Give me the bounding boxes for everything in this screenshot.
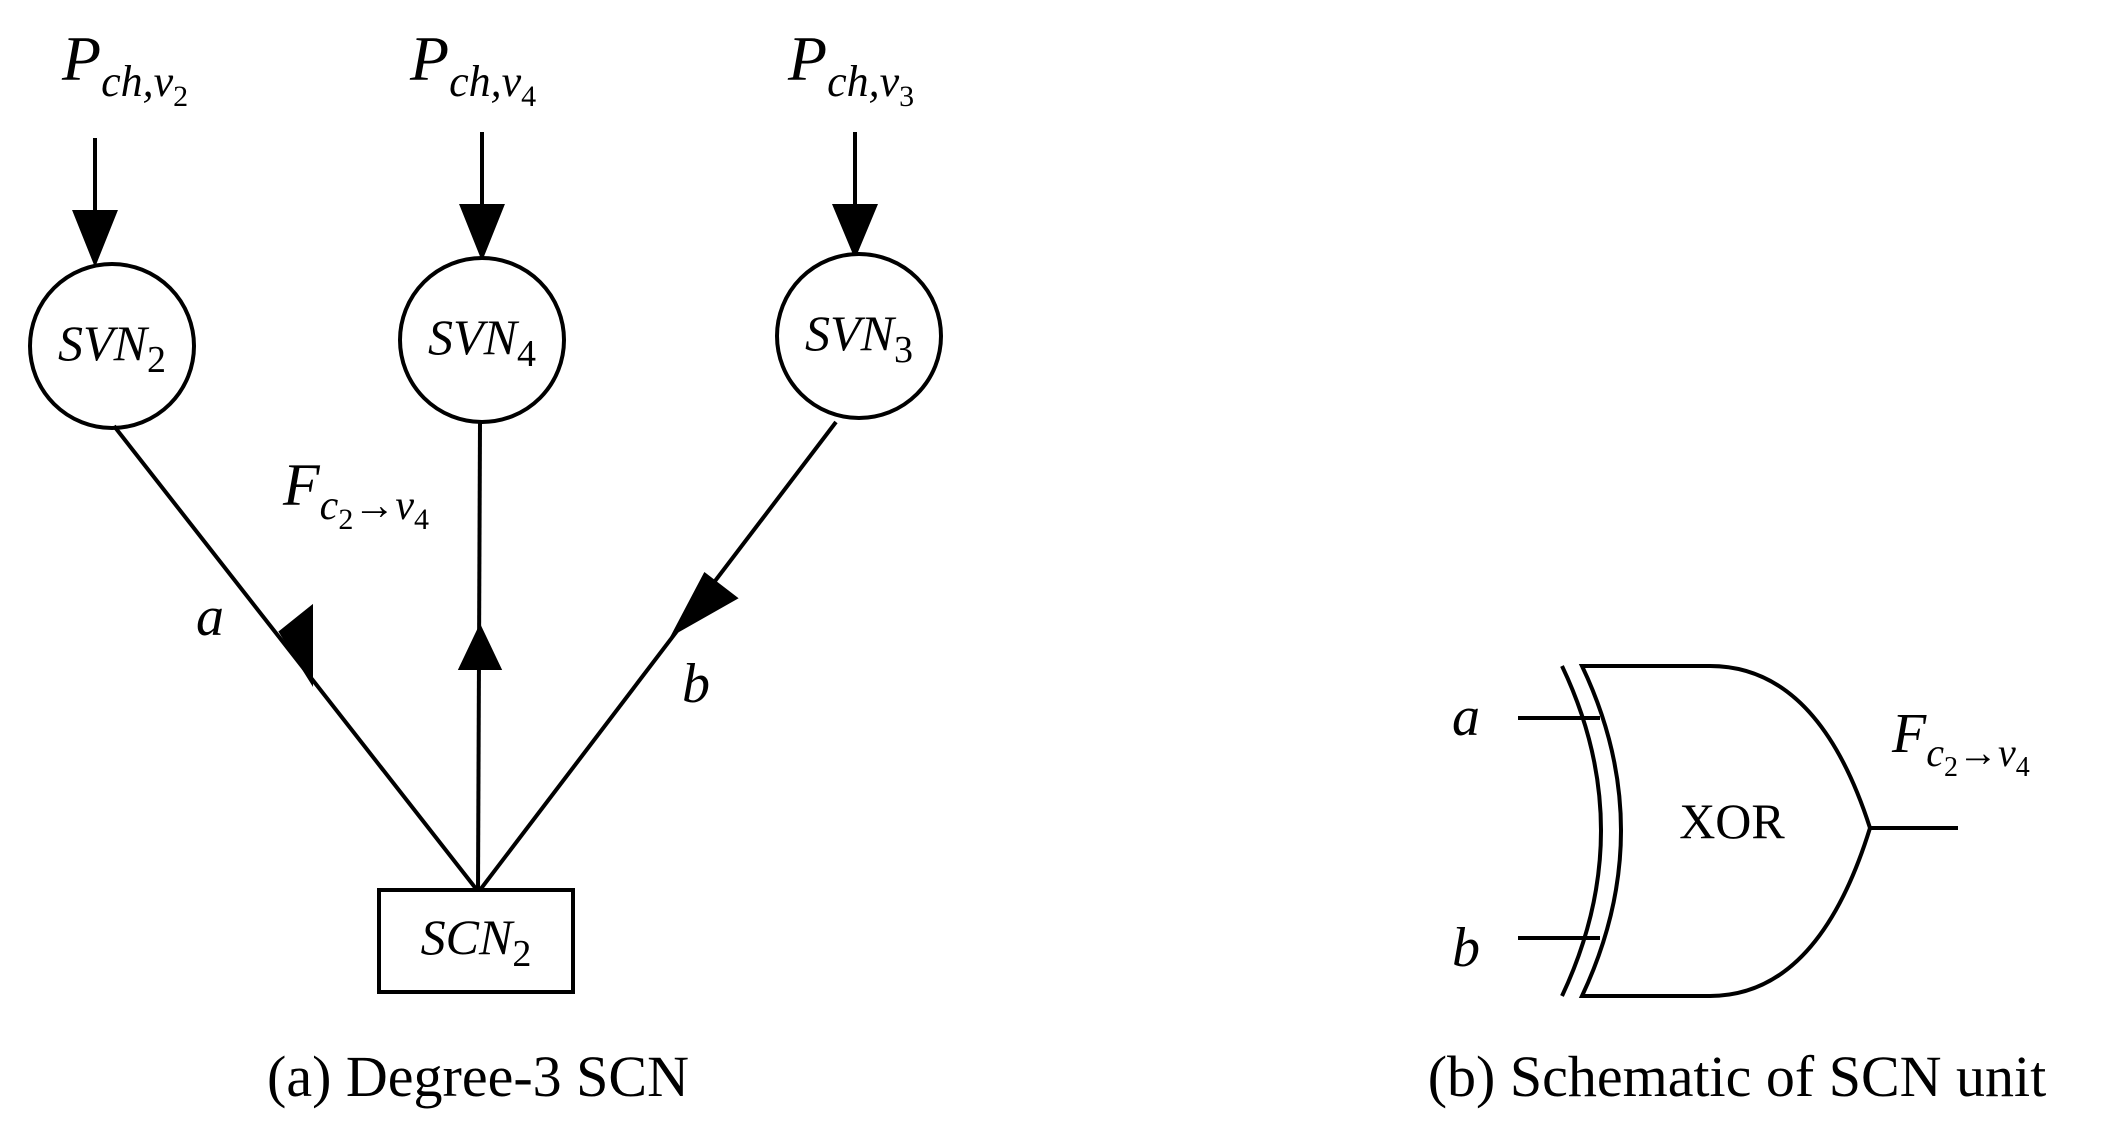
- xor-input-curve: [1560, 665, 1603, 997]
- edge-label-a: a: [196, 586, 224, 648]
- edge-label-b: b: [682, 653, 710, 715]
- tanner-edges: [112, 420, 838, 892]
- xor-body: [1578, 664, 1873, 998]
- caption-b: (b) Schematic of SCN unit: [1428, 1044, 2047, 1109]
- channel-input-label-v4: Pch,v4: [409, 23, 536, 113]
- channel-input-label-v3: Pch,v3: [787, 23, 914, 113]
- xor-input-label-a: a: [1452, 686, 1480, 748]
- edge-arrowhead-a: [278, 603, 313, 687]
- channel-input-arrows: [72, 132, 878, 268]
- panel-a: Pch,v2 Pch,v4 Pch,v3 SVN2 SVN4: [28, 23, 943, 1109]
- scn-node-2: SCN2: [377, 888, 575, 994]
- edge-arrowhead-output: [457, 623, 503, 670]
- xor-gate: [1560, 664, 1873, 998]
- xor-gate-label: XOR: [1679, 793, 1785, 849]
- svn-node-4: SVN4: [398, 256, 566, 424]
- channel-arrowhead-v4: [459, 204, 505, 262]
- xor-output-label: Fc2→v4: [1891, 703, 2030, 783]
- channel-arrowhead-v3: [832, 204, 878, 260]
- edge-label-output: Fc2→v4: [282, 452, 429, 536]
- svn-node-2: SVN2: [28, 262, 196, 430]
- xor-input-lines: [1518, 716, 1958, 940]
- xor-input-label-b: b: [1452, 917, 1480, 979]
- channel-input-label-v2: Pch,v2: [61, 23, 188, 113]
- caption-a: (a) Degree-3 SCN: [267, 1044, 689, 1109]
- svn-node-3: SVN3: [775, 252, 943, 420]
- edge-svn3-scn2: [478, 420, 838, 892]
- channel-arrowhead-v2: [72, 210, 118, 268]
- svg-text:SVN3: SVN3: [805, 305, 913, 371]
- panel-b: XOR a b Fc2→v4 (b) Schematic of SCN unit: [1428, 664, 2047, 1109]
- svg-text:SCN2: SCN2: [421, 909, 532, 975]
- svg-text:SVN4: SVN4: [428, 309, 536, 375]
- svg-text:SVN2: SVN2: [58, 315, 166, 381]
- edge-arrowhead-b: [670, 571, 739, 638]
